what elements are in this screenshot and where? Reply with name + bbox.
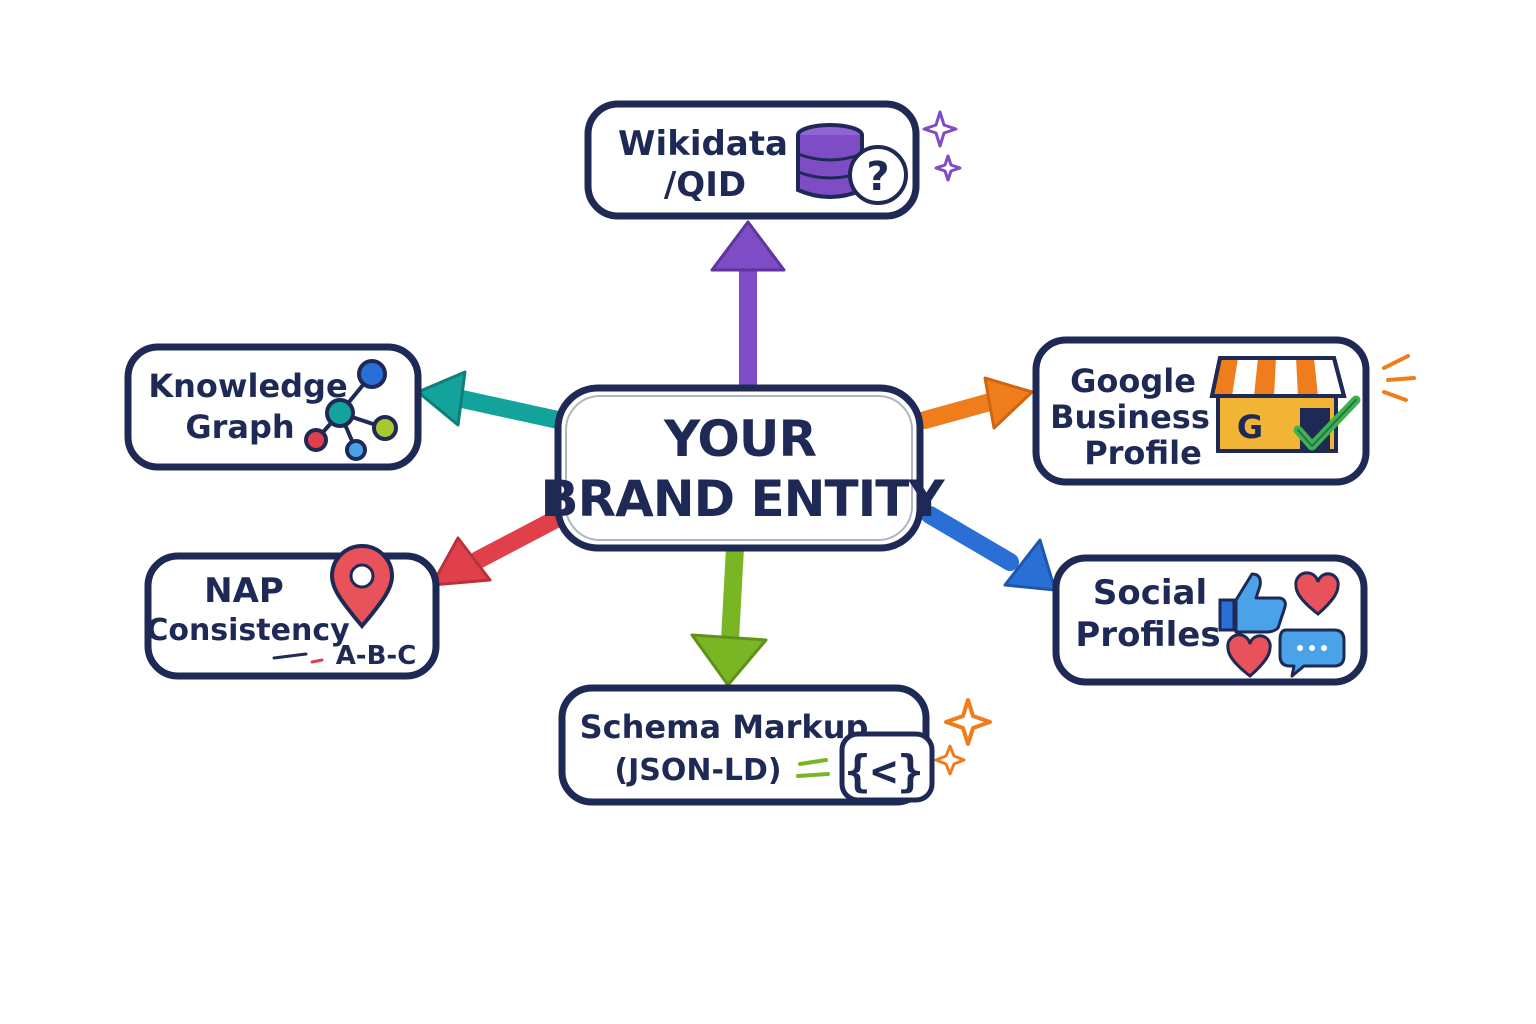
nap-abc-label: A-B-C bbox=[336, 641, 417, 671]
arrow-to-nap bbox=[430, 509, 567, 587]
like-heart-chat-icon bbox=[1218, 571, 1346, 678]
node-google-business: Google Business Profile G bbox=[1032, 336, 1416, 486]
motion-lines-icon bbox=[1382, 354, 1416, 402]
node-schema: Schema Markup (JSON-LD) {<} bbox=[558, 684, 992, 806]
sparkle-icon bbox=[934, 698, 992, 776]
social-label-line1: Social bbox=[1093, 573, 1207, 613]
database-question-icon: ? bbox=[796, 123, 908, 205]
center-title-line2: BRAND ENTITY bbox=[540, 470, 945, 528]
schema-label-line2: (JSON-LD) bbox=[614, 753, 781, 788]
google-business-label-line1: Google bbox=[1070, 362, 1196, 400]
knowledge-graph-label-line2: Graph bbox=[185, 408, 294, 446]
node-nap: NAP Consistency A-B-C bbox=[144, 544, 440, 680]
node-knowledge-graph: Knowledge Graph bbox=[124, 343, 422, 471]
map-pin-icon bbox=[329, 544, 395, 630]
code-brackets-icon: {<} bbox=[796, 731, 935, 803]
svg-text:?: ? bbox=[866, 154, 889, 200]
wikidata-label-line1: Wikidata bbox=[618, 124, 788, 164]
center-title-line1: YOUR bbox=[663, 410, 817, 468]
center-node: YOUR BRAND ENTITY bbox=[540, 384, 946, 552]
knowledge-graph-label-line1: Knowledge bbox=[148, 367, 347, 405]
network-graph-icon bbox=[304, 359, 398, 461]
arrow-to-schema bbox=[690, 539, 768, 687]
arrow-to-social bbox=[921, 506, 1057, 592]
google-business-label-line3: Profile bbox=[1084, 434, 1202, 472]
node-social: Social Profiles bbox=[1052, 554, 1368, 686]
node-wikidata: Wikidata /QID ? bbox=[584, 100, 962, 220]
nap-label-line1: NAP bbox=[204, 571, 284, 611]
arrow-to-knowledge-graph bbox=[416, 370, 567, 429]
nap-label-line2: Consistency bbox=[146, 613, 350, 648]
wikidata-label-line2: /QID bbox=[664, 165, 746, 205]
google-business-label-line2: Business bbox=[1050, 398, 1210, 436]
arrow-to-wikidata bbox=[710, 220, 786, 394]
store-letter: G bbox=[1237, 408, 1263, 446]
sparkle-icon bbox=[922, 110, 962, 182]
storefront-check-icon: G bbox=[1209, 356, 1361, 453]
schema-label-line1: Schema Markup bbox=[580, 708, 869, 746]
social-label-line2: Profiles bbox=[1075, 615, 1220, 655]
code-brackets-text: {<} bbox=[844, 746, 923, 797]
arrow-to-google-business bbox=[916, 376, 1034, 430]
arrows bbox=[416, 220, 1057, 687]
